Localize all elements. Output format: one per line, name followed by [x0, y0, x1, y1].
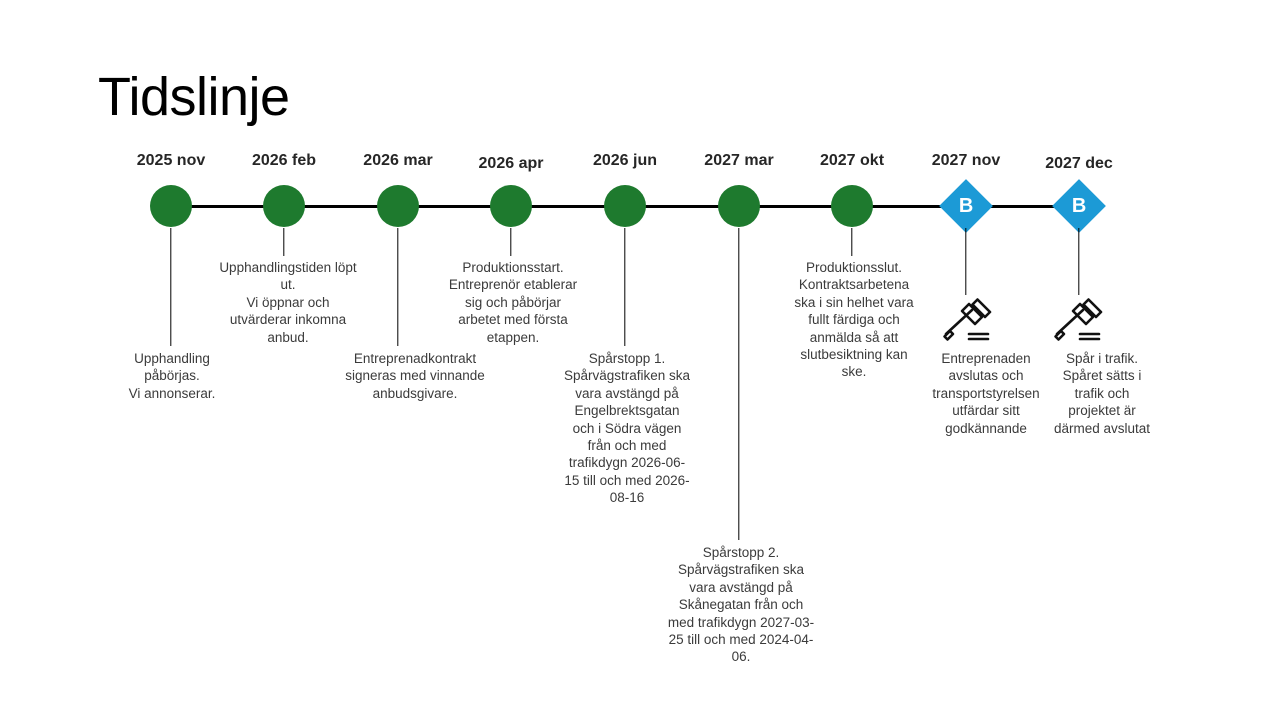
date-label-4: 2026 apr — [478, 155, 544, 172]
milestone-description-8: Entreprenaden avslutas och transportstyr… — [932, 351, 1040, 436]
milestone-marker-9[interactable]: B — [1052, 179, 1106, 233]
gavel-icon — [941, 298, 999, 344]
milestone-marker-1[interactable] — [150, 185, 192, 227]
date-label-5: 2026 jun — [592, 152, 658, 169]
milestone-description-2: Upphandlingstiden löpt ut.Vi öppnar och … — [219, 260, 357, 345]
diamond-marker-label: B — [1071, 194, 1087, 217]
page-title: Tidslinje — [98, 67, 290, 127]
milestone-marker-7[interactable] — [831, 185, 873, 227]
diamond-marker: B — [939, 179, 993, 233]
date-label-7: 2027 okt — [819, 152, 885, 169]
milestone-marker-5[interactable] — [604, 185, 646, 227]
stem-8 — [965, 228, 967, 295]
circle-marker — [490, 185, 532, 227]
milestone-description-6: Spårstopp 2. Spårvägstrafiken ska vara a… — [667, 545, 815, 665]
date-label-6: 2027 mar — [704, 152, 774, 169]
diamond-marker-label: B — [958, 194, 974, 217]
milestone-marker-6[interactable] — [718, 185, 760, 227]
stem-5 — [624, 228, 626, 346]
date-label-2: 2026 feb — [251, 152, 317, 169]
circle-marker — [263, 185, 305, 227]
circle-marker — [718, 185, 760, 227]
circle-marker — [831, 185, 873, 227]
milestone-description-1: Upphandling påbörjas.Vi annonserar. — [128, 351, 216, 401]
milestone-marker-2[interactable] — [263, 185, 305, 227]
milestone-description-4: Produktionsstart. Entreprenör etablerar … — [448, 260, 578, 345]
circle-marker — [150, 185, 192, 227]
stem-2 — [283, 228, 285, 256]
stem-9 — [1078, 228, 1080, 295]
milestone-marker-3[interactable] — [377, 185, 419, 227]
milestone-description-7: Produktionsslut. Kontraktsarbetena ska i… — [794, 260, 914, 380]
date-label-3: 2026 mar — [363, 152, 433, 169]
milestone-description-3: Entreprenadkontrakt signeras med vinnand… — [345, 351, 485, 401]
milestone-marker-4[interactable] — [490, 185, 532, 227]
stem-7 — [851, 228, 853, 256]
date-label-9: 2027 dec — [1045, 155, 1113, 172]
milestone-marker-8[interactable]: B — [939, 179, 993, 233]
date-label-1: 2025 nov — [136, 152, 206, 169]
milestone-description-5: Spårstopp 1. Spårvägstrafiken ska vara a… — [563, 351, 691, 506]
stem-6 — [738, 228, 740, 540]
stem-4 — [510, 228, 512, 256]
stem-3 — [397, 228, 399, 346]
stem-1 — [170, 228, 172, 346]
gavel-icon — [1052, 298, 1110, 344]
milestone-description-9: Spår i trafik. Spåret sätts i trafik och… — [1053, 351, 1151, 436]
circle-marker — [604, 185, 646, 227]
diamond-marker: B — [1052, 179, 1106, 233]
date-label-8: 2027 nov — [931, 152, 1001, 169]
circle-marker — [377, 185, 419, 227]
